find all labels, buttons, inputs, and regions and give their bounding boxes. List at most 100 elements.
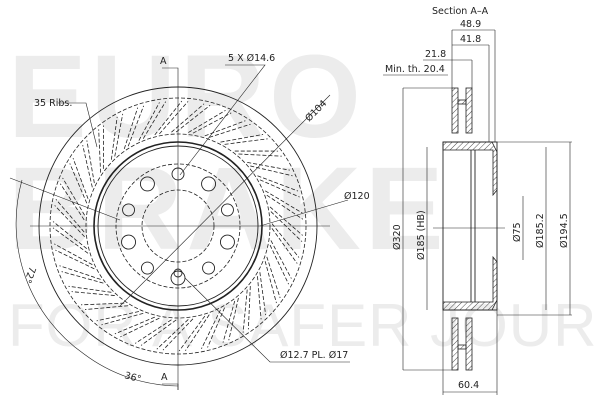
vent-rib: [207, 307, 225, 348]
vent-rib: [266, 194, 304, 220]
watermark-line-1: EURO: [8, 31, 365, 163]
vent-rib: [269, 206, 303, 236]
vent-rib: [188, 110, 226, 133]
vent-rib: [71, 291, 115, 296]
vent-rib: [114, 113, 124, 157]
vent-rib: [101, 312, 144, 326]
angle-arc: [15, 179, 179, 387]
vent-rib: [271, 228, 298, 264]
vent-rib: [134, 319, 172, 344]
hat-height-label: 41.8: [460, 34, 481, 45]
disc-face-bottom-right: [465, 317, 473, 371]
vent-rib: [247, 286, 251, 330]
vent-rib: [247, 162, 290, 171]
vent-rib: [52, 227, 89, 254]
disc-face-bottom-left: [451, 317, 459, 371]
section-arrow-bottom: [162, 383, 179, 390]
vent-rib: [68, 285, 112, 293]
vent-rib: [185, 314, 210, 352]
vent-rib: [142, 101, 166, 139]
front-view: 5 X Ø14.6 35 Ribs. Ø104 Ø120 Ø12.7 PL. Ø…: [9, 53, 370, 390]
vent-rib: [156, 319, 189, 350]
vent-rib: [204, 120, 246, 137]
section-view: Section A–A 48.9 41.8 21.8: [383, 6, 572, 395]
vent-rib: [264, 190, 303, 214]
stud-hole: [139, 176, 155, 192]
vent-rib: [61, 271, 104, 284]
disc-face-top-right: [465, 87, 473, 134]
bolt-hole-leader: [179, 64, 266, 176]
vent-rib: [82, 145, 93, 188]
stud-hole: [201, 176, 217, 192]
thickness-label: 21.8: [425, 49, 446, 60]
vent-rib: [220, 134, 264, 143]
vent-rib: [228, 297, 239, 341]
diameter-185-hb-label: Ø185 (HB): [416, 210, 427, 260]
vent-rib: [55, 199, 85, 233]
offset-label: 60.4: [458, 380, 479, 391]
vent-rib: [140, 319, 177, 346]
vent-rib: [59, 265, 101, 280]
vent-rib: [154, 100, 183, 136]
vent-rib: [266, 256, 281, 299]
pcd-leader: [119, 94, 331, 307]
vent-rib: [269, 244, 289, 285]
diameter-194-5-label: Ø194.5: [559, 213, 570, 248]
vent-rib: [209, 123, 251, 138]
overall-height-label: 48.9: [460, 19, 481, 30]
stud-hole: [220, 234, 235, 250]
vent-rib: [271, 223, 300, 258]
section-title: Section A–A: [432, 6, 489, 17]
vent-rib: [224, 138, 268, 145]
diameter-185-2-label: Ø185.2: [535, 213, 546, 248]
vent-ribs: [52, 100, 304, 352]
bolt-hole: [122, 203, 135, 217]
section-marker-bottom: A: [161, 372, 168, 383]
section-arrow-top: [162, 67, 179, 85]
stud-hole-leader: [184, 277, 350, 363]
stud-hole-label: Ø12.7 PL. Ø17: [280, 350, 348, 361]
vent-rib: [98, 129, 101, 173]
vent-rib: [86, 140, 95, 184]
centre-bore-leader: [259, 199, 349, 227]
vent-rib: [54, 243, 93, 266]
vent-rib: [52, 221, 88, 250]
hat-top-wall: [442, 141, 498, 197]
diameter-75-label: Ø75: [512, 222, 523, 242]
rib-web: [457, 344, 467, 350]
vent-rib: [192, 112, 232, 134]
vent-rib: [85, 305, 129, 310]
diameter-320-label: Ø320: [392, 224, 403, 250]
section-marker-top: A: [160, 56, 167, 67]
bolt-hole: [221, 203, 234, 217]
bolt-hole: [202, 261, 216, 275]
hat-outline: [442, 141, 498, 311]
vent-rib: [242, 289, 248, 333]
vent-rib: [257, 276, 262, 320]
vent-rib: [257, 175, 299, 192]
pcd-label: Ø104: [303, 98, 329, 124]
vent-rib: [259, 272, 267, 316]
rib-web: [457, 99, 467, 105]
angle-72-label: 72°: [21, 265, 37, 285]
hat-bottom-wall: [442, 255, 498, 311]
vent-rib: [110, 116, 118, 160]
vent-rib: [270, 240, 292, 279]
vent-rib: [120, 317, 160, 338]
vent-rib: [127, 105, 145, 147]
vent-rib: [270, 211, 303, 242]
centre-bore-label: Ø120: [344, 191, 370, 202]
vent-rib: [80, 302, 125, 306]
bolt-hole: [140, 261, 154, 275]
vent-rib: [238, 153, 282, 157]
vent-rib: [72, 157, 89, 199]
vent-rib: [54, 205, 85, 238]
min-thickness-label: Min. th. 20.4: [385, 64, 445, 75]
vent-rib: [250, 165, 293, 177]
angle-36-label: 36°: [123, 370, 142, 385]
angle-ref-line: [9, 177, 121, 221]
vent-rib: [55, 249, 95, 270]
stud-hole: [121, 234, 136, 250]
